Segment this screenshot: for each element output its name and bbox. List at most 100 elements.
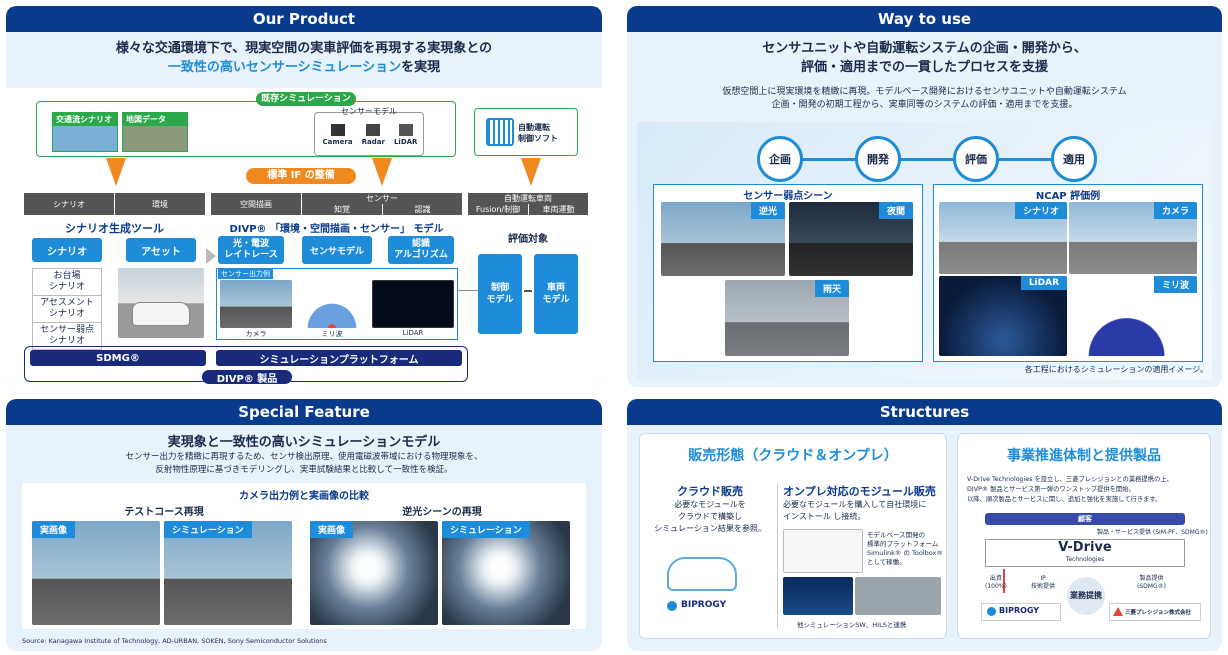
- weak-scene-title: センサー弱点シーン: [743, 191, 833, 202]
- vdrive-logo: V-Drive: [1058, 540, 1112, 555]
- structures-title: Structures: [627, 399, 1222, 425]
- way-headline-1: センサユニットや自動運転システムの企画・開発から、: [762, 41, 1087, 56]
- raytrace-box: 光・電波 レイトレース: [218, 236, 284, 264]
- recog-algo-box: 認識 アルゴリズム: [388, 236, 454, 264]
- real-tag: 実画像: [310, 521, 354, 538]
- feature-desc-2: 反射物性原理に基づきモデリングし、実車試験結果と比較して一致性を検証。: [155, 465, 453, 475]
- sensor-model-button: センサモデル: [302, 236, 372, 264]
- feature-desc-1: センサー出力を精緻に再現するため、センサ検出原理、使用電磁波帯域における物理現象…: [125, 452, 483, 462]
- biprogy-logo: BIPROGY: [681, 600, 727, 610]
- source-note: Source: Kanagawa Institute of Technology…: [22, 637, 327, 645]
- ncap-camera-image: カメラ: [1069, 202, 1197, 274]
- simplat-bar: シミュレーションプラットフォーム: [216, 350, 462, 366]
- rain-image: 雨天: [725, 280, 849, 356]
- arrow-right-icon: [524, 290, 532, 292]
- radar-output-image: [296, 280, 368, 328]
- hdr-fusion: Fusion/制御: [468, 204, 528, 215]
- alliance-badge: 業務提携: [1067, 577, 1105, 615]
- sales-title: 販売形態（クラウド＆オンプレ）: [688, 448, 898, 464]
- ip-note: IP 技術提供: [1031, 575, 1056, 590]
- divider-line: [777, 483, 778, 629]
- eval-title: 評価対象: [508, 234, 548, 245]
- scenario-list: お台場 シナリオ アセスメント シナリオ センサー弱点 シナリオ: [32, 268, 102, 350]
- structures-panel: Structures 販売形態（クラウド＆オンプレ） クラウド販売 必要なモジュ…: [627, 399, 1222, 651]
- map-data-label: 地図データ: [123, 113, 187, 126]
- biz-title: 事業推進体制と提供製品: [1007, 448, 1161, 464]
- divp-model-title: DIVP® 「環境・空間描画・センサー」 モデル: [229, 224, 444, 235]
- way-to-use-title: Way to use: [627, 6, 1222, 32]
- cloud-desc: 必要なモジュールを クラウドで構築し シミュレーション結果を参照。: [654, 500, 766, 533]
- ncap-scenario-image: シナリオ: [939, 202, 1067, 274]
- ncap-lidar-image: LiDAR: [939, 276, 1067, 356]
- night-tag: 夜間: [878, 202, 913, 219]
- arrow-up-icon: [1003, 569, 1005, 593]
- backlight-image: 逆光: [661, 202, 785, 276]
- hdr-scenario: シナリオ: [24, 193, 114, 215]
- ncap-title: NCAP 評価例: [1035, 191, 1101, 202]
- biprogy-logo-icon: [987, 607, 996, 616]
- cap-camera: カメラ: [245, 330, 267, 338]
- rain-tag: 雨天: [814, 280, 849, 297]
- our-product-panel: Our Product 様々な交通環境下で、現実空間の実車評価を再現する実現象と…: [6, 6, 602, 387]
- backlight-sim-image: シミュレーション: [442, 521, 570, 625]
- real-tag: 実画像: [32, 521, 76, 538]
- traffic-scenario-image: 交通流シナリオ: [52, 112, 118, 152]
- way-desc-2: 企画・開発の初期工程から、実車同等のシステムの評価・適用までを支援。: [771, 100, 1078, 110]
- way-desc-1: 仮想空間上に現実環境を精緻に再現。モデルベース開発におけるセンサユニットや自動運…: [722, 87, 1127, 97]
- camera-output-image: [220, 280, 292, 328]
- sim-tag: シミュレーション: [164, 521, 252, 538]
- ncap-radar-image: ミリ波: [1069, 276, 1197, 356]
- night-image: 夜間: [789, 202, 913, 276]
- lidar-output-image: [372, 280, 454, 328]
- product-headline-1: 様々な交通環境下で、現実空間の実車評価を再現する実現象との: [115, 41, 493, 56]
- process-line: [787, 158, 1077, 161]
- road-sim-image: [855, 577, 941, 615]
- mpc-logo-box: [1109, 603, 1201, 621]
- lidar-label: LiDAR: [393, 138, 418, 146]
- arrow-down-icon: [106, 158, 126, 186]
- mitsubishi-logo-icon: [1113, 607, 1123, 616]
- biz-desc: V-Drive Technologies を設立し、三菱プレシジョンとの業務提携…: [967, 476, 1173, 503]
- cloud-icon: [667, 557, 737, 591]
- sim-tag: シミュレーション: [442, 521, 530, 538]
- screenshot-image: [783, 529, 863, 573]
- scenario-tool-title: シナリオ生成ツール: [65, 222, 164, 235]
- arrow-right-icon: [206, 248, 216, 264]
- hdr-vehicle: 車両運動: [529, 204, 588, 215]
- arrow-down-icon: [521, 158, 541, 186]
- ncap-camera-tag: カメラ: [1153, 202, 1197, 219]
- hdr-perceive: 知覚: [302, 204, 382, 215]
- step-apply: 適用: [1051, 136, 1097, 182]
- existing-sim-box: [36, 101, 456, 157]
- map-data-image: 地図データ: [122, 112, 188, 152]
- step-evaluate: 評価: [953, 136, 999, 182]
- way-headline-2: 評価・適用までの一貫したプロセスを支援: [800, 60, 1048, 75]
- test-course-label: テストコース再現: [124, 507, 204, 518]
- hdr-sensor: センサー: [302, 193, 462, 204]
- sensor-output-label: センサー出力例: [218, 269, 273, 279]
- special-feature-title: Special Feature: [6, 399, 602, 425]
- connector-line: [458, 290, 478, 291]
- link-note: 他シミュレーションSW、HILSと連携: [797, 621, 907, 629]
- sdmg-bar: SDMG®: [30, 350, 206, 366]
- vdrive-sub: Technologies: [1065, 556, 1105, 563]
- way-note: 各工程におけるシミュレーションの適用イメージ。: [1024, 365, 1208, 374]
- chip-icon: [486, 118, 514, 146]
- arrow-down-icon: [372, 158, 392, 186]
- onprem-title: オンプレ対応のモジュール販売: [783, 485, 936, 498]
- control-model-box: 制御 モデル: [478, 254, 522, 334]
- compare-title: カメラ出力例と実画像の比較: [239, 491, 369, 502]
- onprem-desc: 必要なモジュールを購入して自社環境に インストール し接続。: [783, 500, 927, 521]
- camera-icon: [330, 124, 345, 136]
- hdr-env: 環境: [115, 193, 205, 215]
- existing-sim-label: 既存シミュレーション: [256, 92, 356, 106]
- asset-button[interactable]: アセット: [126, 238, 196, 262]
- vehicle-model-box: 車両 モデル: [534, 254, 578, 334]
- biprogy-logo-2: BIPROGY: [999, 606, 1040, 615]
- cap-lidar: LiDAR: [402, 329, 424, 337]
- hdr-space: 空間描画: [211, 193, 301, 215]
- ncap-scenario-tag: シナリオ: [1014, 202, 1067, 219]
- scenario-button[interactable]: シナリオ: [32, 238, 102, 262]
- car-icon: [132, 302, 190, 326]
- list-item: お台場 シナリオ: [33, 269, 101, 296]
